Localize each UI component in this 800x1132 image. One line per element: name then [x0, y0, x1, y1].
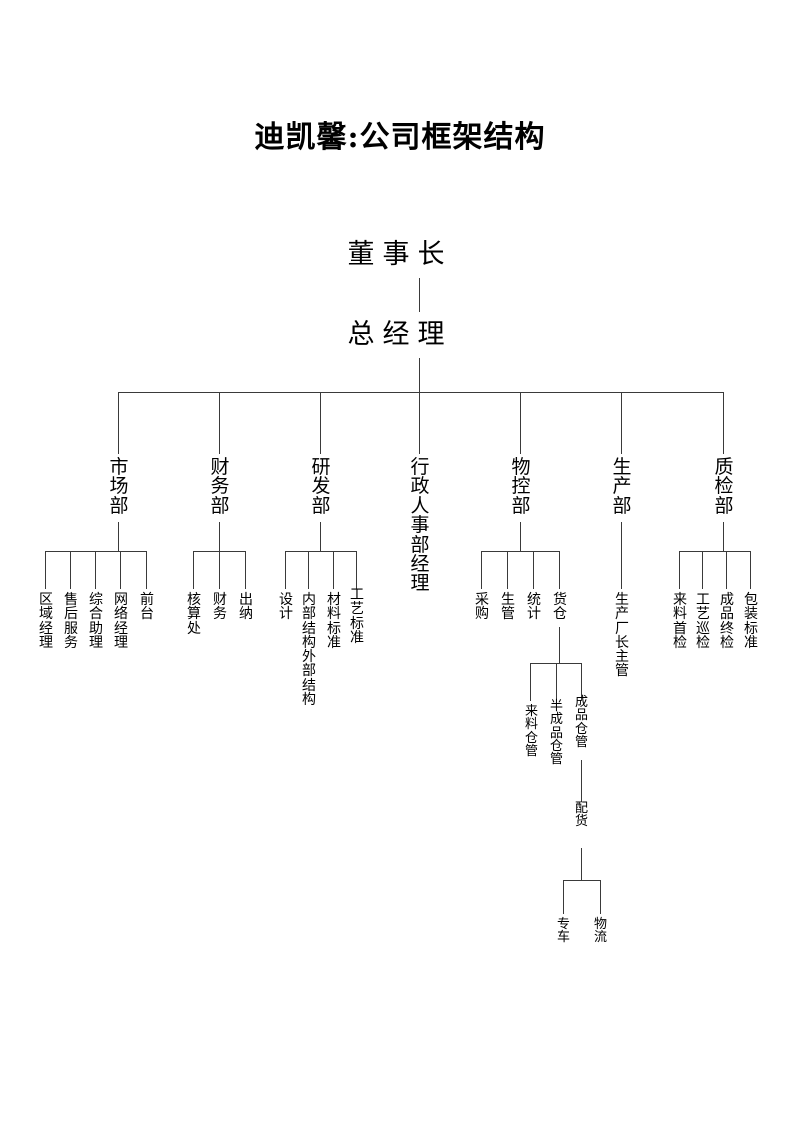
- connector-distribution-stem: [581, 848, 582, 880]
- node-internal-external-structure: 内部结构外部结构: [302, 592, 316, 708]
- node-cashier: 出纳: [239, 592, 253, 623]
- connector-matctrl-drop-3: [533, 551, 534, 589]
- connector-rd-drop-1: [285, 551, 286, 589]
- node-packaging-standard: 包装标准: [744, 592, 758, 651]
- node-department-finance: 财务部: [210, 456, 230, 517]
- connector-rd-drop-4: [356, 551, 357, 589]
- node-general-manager: 总经理: [347, 319, 453, 350]
- connector-qc-drop-2: [702, 551, 703, 589]
- node-production-plant-manager: 生产厂长主管: [615, 592, 629, 680]
- connector-matctrl-bar: [481, 551, 560, 552]
- connector-distribution-bar: [563, 880, 601, 881]
- connector-marketing-drop-4: [120, 551, 121, 589]
- node-department-rd: 研发部: [311, 456, 331, 517]
- node-finished-final-inspection: 成品终检: [720, 592, 734, 651]
- connector-matctrl-drop-2: [507, 551, 508, 589]
- node-dedicated-vehicle: 专车: [556, 917, 570, 946]
- connector-bus-drop-production: [621, 392, 622, 454]
- node-production-control: 生管: [501, 592, 515, 623]
- connector-bus-drop-qc: [723, 392, 724, 454]
- node-department-admin-hr: 行政人事部经理: [410, 456, 430, 595]
- connector-production-stem: [621, 522, 622, 589]
- node-after-sales-service: 售后服务: [64, 592, 78, 651]
- node-chairman: 董事长: [347, 239, 453, 270]
- connector-root-to-gm: [419, 278, 420, 312]
- node-finance: 财务: [213, 592, 227, 623]
- connector-bus-drop-rd: [320, 392, 321, 454]
- node-finished-goods-warehouse: 成品仓管: [574, 695, 588, 750]
- node-regional-manager: 区域经理: [39, 592, 53, 651]
- node-general-assistant: 综合助理: [89, 592, 103, 651]
- node-department-material-control: 物控部: [511, 456, 531, 517]
- node-warehouse: 货仓: [553, 592, 567, 623]
- node-department-qc: 质检部: [714, 456, 734, 517]
- node-incoming-first-inspection: 来料首检: [673, 592, 687, 651]
- node-distribution: 配货: [574, 801, 588, 830]
- node-statistics: 统计: [527, 592, 541, 623]
- node-department-production: 生产部: [612, 456, 632, 517]
- connector-matctrl-stem: [520, 522, 521, 551]
- connector-bus-drop-finance: [219, 392, 220, 454]
- connector-main-bus: [118, 392, 724, 393]
- connector-qc-bar: [679, 551, 750, 552]
- connector-matctrl-drop-1: [481, 551, 482, 589]
- connector-distribution-drop-1: [563, 880, 564, 914]
- connector-finance-drop-3: [245, 551, 246, 589]
- connector-warehouse-drop-2: [556, 663, 557, 701]
- node-process-patrol-inspection: 工艺巡检: [696, 592, 710, 651]
- node-material-standard: 材料标准: [327, 592, 341, 651]
- node-incoming-material-warehouse: 来料仓管: [524, 704, 538, 759]
- connector-distribution-drop-2: [600, 880, 601, 914]
- node-accounting-office: 核算处: [187, 592, 201, 637]
- connector-warehouse-drop-1: [530, 663, 531, 701]
- connector-finance-stem: [219, 522, 220, 551]
- connector-bus-drop-marketing: [118, 392, 119, 454]
- connector-marketing-drop-1: [45, 551, 46, 589]
- connector-bus-drop-matctrl: [520, 392, 521, 454]
- connector-rd-bar: [285, 551, 356, 552]
- connector-warehouse-drop-3: [581, 663, 582, 701]
- connector-finance-drop-2: [219, 551, 220, 589]
- page-title: 迪凯馨:公司框架结构: [254, 120, 546, 155]
- connector-matctrl-drop-4: [559, 551, 560, 589]
- connector-marketing-drop-2: [70, 551, 71, 589]
- connector-marketing-drop-3: [95, 551, 96, 589]
- node-department-marketing: 市场部: [109, 456, 129, 517]
- node-process-standard: 工艺标准: [350, 587, 364, 646]
- node-logistics: 物流: [593, 917, 607, 946]
- connector-warehouse-stem: [559, 627, 560, 663]
- node-front-desk: 前台: [140, 592, 154, 623]
- node-design: 设计: [279, 592, 293, 623]
- connector-marketing-stem: [118, 522, 119, 551]
- connector-rd-drop-3: [333, 551, 334, 589]
- connector-qc-stem: [723, 522, 724, 551]
- connector-finance-drop-1: [193, 551, 194, 589]
- node-network-manager: 网络经理: [114, 592, 128, 651]
- connector-finished-to-distribution: [581, 760, 582, 802]
- connector-rd-stem: [320, 522, 321, 551]
- connector-warehouse-bar: [530, 663, 581, 664]
- connector-gm-to-bus: [419, 358, 420, 392]
- connector-bus-drop-admin: [419, 392, 420, 454]
- connector-marketing-drop-5: [146, 551, 147, 589]
- connector-qc-drop-4: [750, 551, 751, 589]
- node-semi-finished-warehouse: 半成品仓管: [549, 699, 563, 767]
- connector-qc-drop-1: [679, 551, 680, 589]
- connector-qc-drop-3: [726, 551, 727, 589]
- connector-rd-drop-2: [308, 551, 309, 589]
- node-purchasing: 采购: [475, 592, 489, 623]
